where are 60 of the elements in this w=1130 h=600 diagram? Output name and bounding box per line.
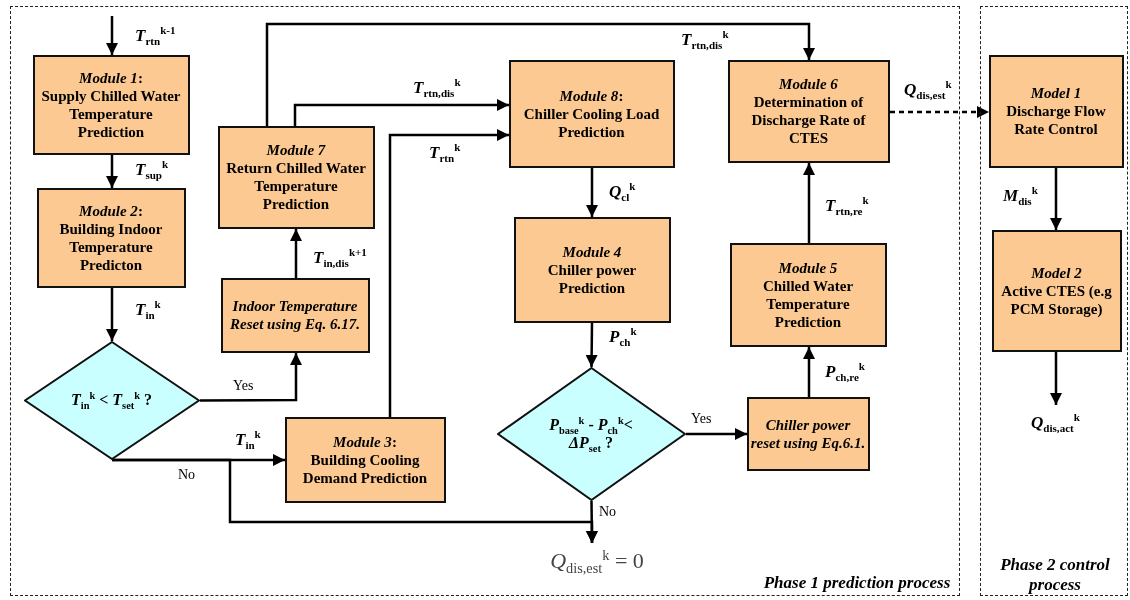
module-title: Module 8: <box>559 86 624 105</box>
module-text: Supply Chilled Water Temperature Prediction <box>40 86 182 141</box>
arrow <box>1050 352 1062 405</box>
process-box <box>513 216 671 323</box>
arrow <box>1050 168 1062 230</box>
module-title: Model 2 <box>1031 263 1082 282</box>
process-box <box>746 396 870 471</box>
module-title: Module 1: <box>79 68 143 87</box>
module-title: Module 5 <box>778 258 838 277</box>
process-box <box>32 54 190 155</box>
process-box <box>727 59 890 163</box>
module-text: Determination of Discharge Rate of CTES <box>750 93 867 147</box>
module-text: Building Indoor Temperature Predicton <box>58 219 164 274</box>
module-title: Model 1 <box>1030 84 1082 102</box>
module-title: Module 6 <box>779 75 838 93</box>
arrow <box>106 155 118 188</box>
process-box <box>508 59 675 168</box>
condition-text: T$_{in}$$^{k}$ < T$_{set}$$^{k}$ ? <box>70 391 152 409</box>
module-title: Module 4 <box>562 242 622 261</box>
module-text: Active CTES (e.g PCM Storage) <box>1000 281 1113 318</box>
arrow <box>106 16 118 55</box>
arrow <box>890 106 989 118</box>
module-text: Building Cooling Demand Prediction <box>301 450 429 487</box>
arrow <box>803 163 815 243</box>
arrow <box>586 168 598 217</box>
process-box <box>220 277 370 353</box>
phase-label: Phase 2 control process <box>999 555 1111 595</box>
process-box <box>729 242 887 347</box>
process-box <box>284 416 446 503</box>
arrow <box>686 428 747 440</box>
module-title: Module 2: <box>79 201 143 220</box>
arrow <box>803 347 815 397</box>
process-box <box>36 187 186 288</box>
module-text: Indoor Temperature Reset using Eq. 6.17. <box>229 297 361 333</box>
module-text: Discharge Flow Rate Control <box>1005 102 1107 138</box>
module-text: Chilled Water Temperature Prediction <box>761 276 855 331</box>
phase-panel <box>980 6 1128 596</box>
module-text: Chiller Cooling Load Prediction <box>522 104 661 141</box>
arrow <box>388 129 509 417</box>
decision-diamond <box>23 340 200 460</box>
arrow <box>265 22 815 126</box>
condition-text: P$_{base}$$^{k}$ - P$_{ch}$$^{k}$< ΔP$_{set}$ ? <box>548 415 634 452</box>
arrow <box>200 353 302 402</box>
module-text: Return Chilled Water Temperature Prediction <box>225 159 367 213</box>
module-text: Chiller power Prediction <box>546 260 638 297</box>
arrow <box>106 288 118 341</box>
decision-diamond <box>496 366 686 501</box>
module-text: Chiller power reset using Eq.6.1. <box>750 415 866 452</box>
module-title: Module 3: <box>333 432 397 451</box>
phase-panel <box>10 6 960 596</box>
process-box <box>217 125 375 229</box>
process-box <box>991 229 1122 352</box>
arrow <box>585 323 598 367</box>
phase-label: Phase 1 prediction process <box>762 573 952 593</box>
arrow <box>293 99 509 126</box>
process-box <box>988 54 1124 168</box>
module-title: Module 7 <box>266 141 326 159</box>
arrow <box>585 501 598 543</box>
output-value: Q$_{dis,est}$$^{k}$ = 0 <box>509 542 685 579</box>
arrow <box>290 229 302 278</box>
